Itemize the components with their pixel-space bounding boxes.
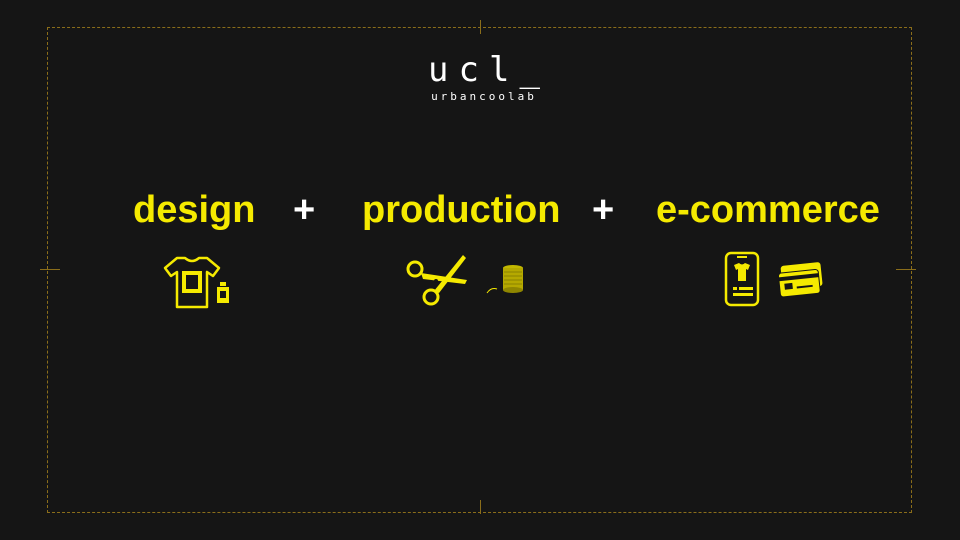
- plus-sign-1: +: [293, 189, 316, 231]
- guide-tick-right: [896, 269, 916, 270]
- guide-tick-left: [40, 269, 60, 270]
- guide-frame: [47, 27, 912, 513]
- tshirt-icon: [163, 256, 221, 309]
- headline-design: design: [133, 189, 256, 231]
- paint-bottle-icon: [217, 282, 229, 303]
- plus-sign-2: +: [592, 189, 615, 231]
- guide-tick-bottom: [480, 500, 481, 514]
- scissors-icon: [406, 255, 467, 306]
- logo-mark: ucl_: [428, 50, 550, 90]
- headline-ecommerce: e-commerce: [656, 189, 880, 231]
- guide-tick-top: [480, 20, 481, 34]
- thread-spool-icon: [486, 265, 523, 294]
- logo-name: urbancoolab: [431, 90, 537, 103]
- headline-production: production: [362, 189, 561, 231]
- credit-card-icon: [777, 262, 823, 298]
- smartphone-icon: [724, 251, 760, 307]
